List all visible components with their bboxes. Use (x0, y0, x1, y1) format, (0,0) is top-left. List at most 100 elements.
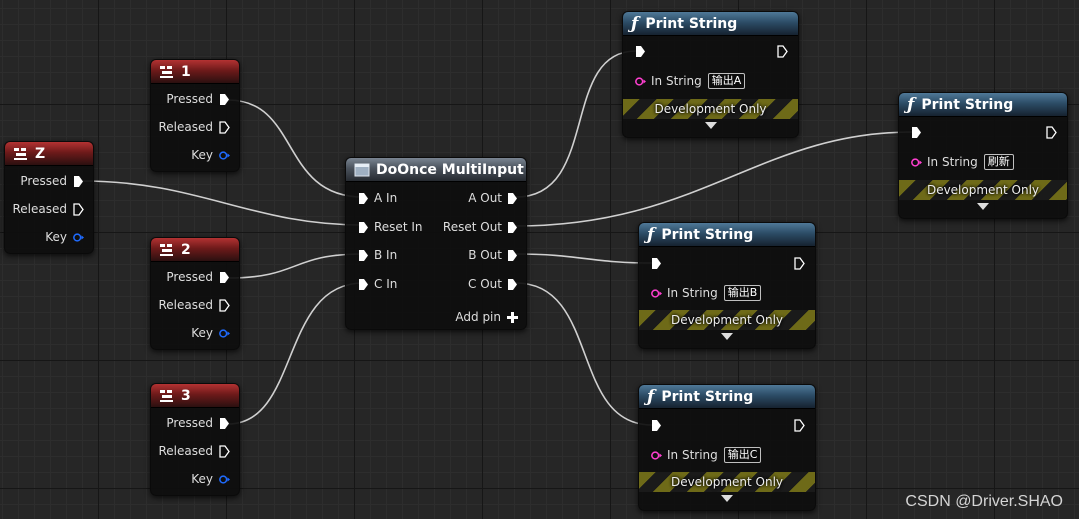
key-node-header[interactable]: 1 (151, 60, 239, 84)
print-string-node-c[interactable]: ƒ Print String In String 输出C Development… (638, 384, 816, 511)
print-string-title: Print String (921, 96, 1014, 113)
in-string-value-field[interactable]: 刷新 (983, 154, 1014, 170)
exec-pin-filled-icon (220, 417, 229, 429)
exec-out-pin-icon[interactable] (794, 257, 805, 270)
exec-pin-filled-icon (359, 278, 368, 290)
released-pin[interactable]: Released (158, 444, 230, 458)
key-node-z[interactable]: Z Pressed Released Key (4, 141, 94, 254)
wire-1-pressed-to-a-in (227, 99, 364, 198)
key-node-2[interactable]: 2 Pressed Released Key (150, 237, 240, 350)
pressed-pin[interactable]: Pressed (166, 92, 230, 106)
exec-pin-filled-icon (220, 93, 229, 105)
development-only-banner: Development Only (639, 310, 815, 330)
expand-arrow-icon[interactable] (977, 203, 989, 210)
plus-icon (507, 311, 518, 323)
in-string-value-field[interactable]: 输出B (723, 285, 762, 301)
print-string-header[interactable]: ƒ Print String (623, 12, 798, 36)
expand-arrow-icon[interactable] (705, 122, 717, 129)
released-pin[interactable]: Released (158, 120, 230, 134)
exec-pin-empty-icon (219, 444, 230, 458)
print-string-title: Print String (645, 15, 738, 32)
string-pin-icon (635, 76, 646, 86)
keyboard-icon (160, 65, 173, 78)
reset-in-pin[interactable]: Reset In (358, 220, 422, 234)
print-string-header[interactable]: ƒ Print String (899, 93, 1067, 117)
print-string-title: Print String (661, 226, 754, 243)
reset-out-pin[interactable]: Reset Out (443, 220, 518, 234)
keyboard-icon (160, 389, 173, 402)
key-pin[interactable]: Key (191, 326, 230, 340)
b-out-pin[interactable]: B Out (468, 248, 518, 262)
exec-out-pin-icon[interactable] (794, 419, 805, 432)
doonce-header[interactable]: DoOnce MultiInput (346, 158, 526, 182)
doonce-multiinput-node[interactable]: DoOnce MultiInput A In Reset In B In C I… (345, 157, 527, 330)
key-node-header[interactable]: Z (5, 142, 93, 166)
exec-pin-filled-icon (359, 192, 368, 204)
string-pin-icon (651, 450, 662, 460)
print-string-header[interactable]: ƒ Print String (639, 385, 815, 409)
keyboard-icon (14, 147, 27, 160)
exec-out-pin-icon[interactable] (777, 45, 788, 58)
development-only-banner: Development Only (639, 472, 815, 492)
exec-in-pin-icon[interactable] (911, 126, 922, 139)
expand-arrow-icon[interactable] (721, 333, 733, 340)
key-pin[interactable]: Key (45, 230, 84, 244)
exec-pin-filled-icon (359, 249, 368, 261)
exec-in-pin-icon[interactable] (651, 257, 662, 270)
wire-reset-out-to-print-reset (515, 131, 913, 227)
development-only-banner: Development Only (899, 180, 1067, 200)
in-string-pin[interactable]: In String 输出B (651, 285, 762, 301)
keyboard-icon (160, 243, 173, 256)
exec-out-pin-icon[interactable] (1046, 126, 1057, 139)
in-string-pin[interactable]: In String 刷新 (911, 154, 1014, 170)
expand-arrow-icon[interactable] (721, 495, 733, 502)
key-node-title: Z (35, 145, 46, 162)
in-string-pin[interactable]: In String 输出A (635, 73, 746, 89)
key-pin[interactable]: Key (191, 148, 230, 162)
key-node-header[interactable]: 3 (151, 384, 239, 408)
print-string-node-reset[interactable]: ƒ Print String In String 刷新 Development … (898, 92, 1068, 219)
exec-pin-filled-icon (508, 278, 517, 290)
exec-pin-filled-icon (220, 271, 229, 283)
add-pin-button[interactable]: Add pin (455, 310, 518, 324)
struct-pin-icon (219, 474, 230, 484)
released-pin[interactable]: Released (158, 298, 230, 312)
print-string-node-a[interactable]: ƒ Print String In String 输出A Development… (622, 11, 799, 138)
a-in-pin[interactable]: A In (358, 191, 397, 205)
in-string-value-field[interactable]: 输出A (707, 73, 746, 89)
watermark: CSDN @Driver.SHAO (905, 493, 1063, 510)
doonce-title: DoOnce MultiInput (376, 161, 524, 178)
exec-pin-empty-icon (219, 120, 230, 134)
in-string-pin[interactable]: In String 输出C (651, 447, 762, 463)
released-pin[interactable]: Released (12, 202, 84, 216)
c-in-pin[interactable]: C In (358, 277, 397, 291)
c-out-pin[interactable]: C Out (468, 277, 518, 291)
in-string-value-field[interactable]: 输出C (723, 447, 762, 463)
string-pin-icon (911, 157, 922, 167)
key-node-title: 1 (181, 63, 191, 80)
exec-pin-filled-icon (508, 249, 517, 261)
key-node-3[interactable]: 3 Pressed Released Key (150, 383, 240, 496)
key-node-1[interactable]: 1 Pressed Released Key (150, 59, 240, 172)
function-icon: ƒ (647, 386, 655, 407)
wire-b-out-to-print-b (515, 253, 653, 264)
exec-in-pin-icon[interactable] (651, 419, 662, 432)
print-string-header[interactable]: ƒ Print String (639, 223, 815, 247)
wire-3-pressed-to-c-in (227, 282, 364, 425)
key-pin[interactable]: Key (191, 472, 230, 486)
a-out-pin[interactable]: A Out (468, 191, 518, 205)
key-node-header[interactable]: 2 (151, 238, 239, 262)
pressed-pin[interactable]: Pressed (166, 416, 230, 430)
exec-in-pin-icon[interactable] (635, 45, 646, 58)
function-icon: ƒ (631, 13, 639, 34)
pressed-pin[interactable]: Pressed (166, 270, 230, 284)
struct-pin-icon (219, 328, 230, 338)
pressed-pin[interactable]: Pressed (20, 174, 84, 188)
string-pin-icon (651, 288, 662, 298)
print-string-node-b[interactable]: ƒ Print String In String 输出B Development… (638, 222, 816, 349)
function-icon: ƒ (647, 224, 655, 245)
exec-pin-filled-icon (359, 221, 368, 233)
b-in-pin[interactable]: B In (358, 248, 397, 262)
wire-z-pressed-to-reset-in (81, 180, 364, 226)
